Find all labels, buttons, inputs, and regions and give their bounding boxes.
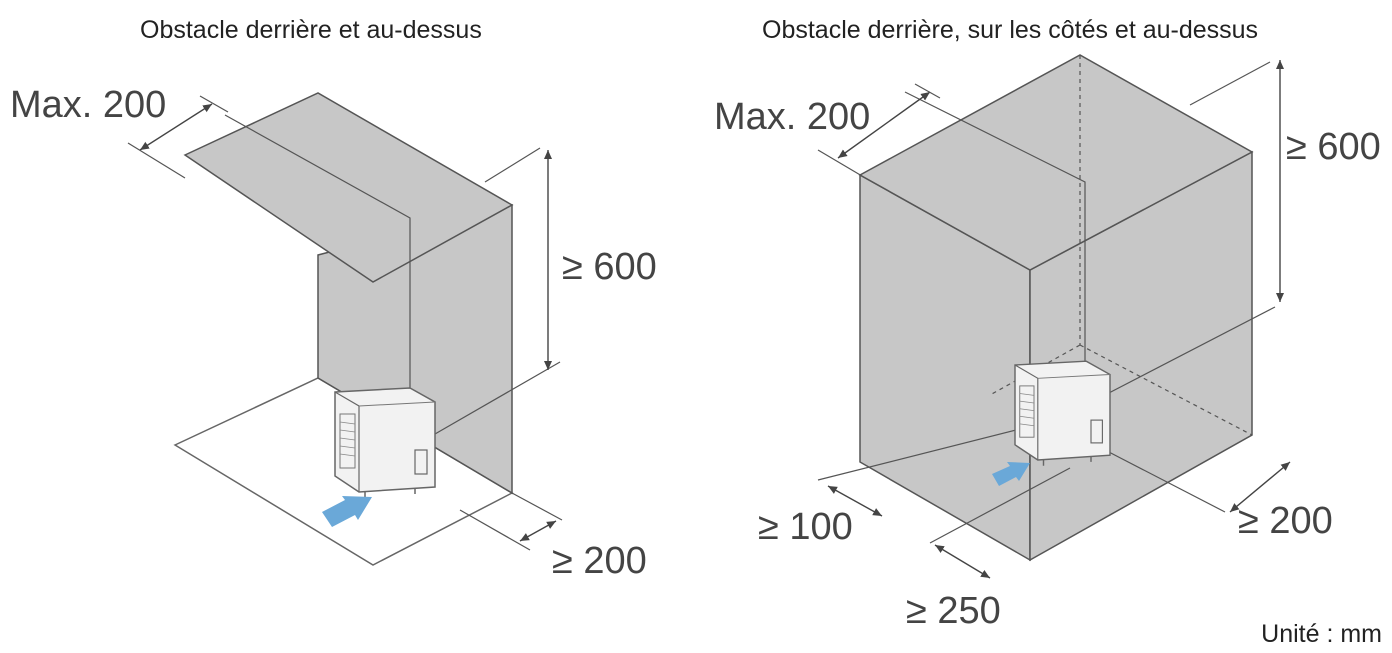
left-front-ext-2 [511,492,563,521]
left-ceiling [183,92,514,283]
right-top-leader-1 [1189,61,1271,106]
right-front-dimension [934,544,991,579]
right-top-leader-2 [1104,306,1276,396]
outdoor-unit-icon [334,387,436,499]
right-pipe [904,91,1086,390]
airflow-arrow-icon [992,462,1030,486]
left-wall-leader-2 [484,147,541,183]
right-left-ext [817,423,1041,481]
right-left-label: ≥ 100 [758,506,853,548]
right-top-dimension [837,91,931,159]
right-right-ext [1104,449,1226,513]
right-top-face [858,54,1254,271]
left-front-label: ≥ 200 [552,540,647,582]
right-right-label: ≥ 200 [1238,500,1333,542]
outdoor-unit-icon [1014,360,1111,467]
left-diagram-title: Obstacle derrière et au-dessus [140,16,482,44]
left-top-max-label: Max. 200 [10,84,167,126]
left-diagram [127,92,563,566]
left-front-ext-1 [459,509,531,551]
right-diagram [817,54,1291,579]
left-pipe [224,114,411,395]
left-front-dimension [519,520,557,542]
right-hidden-edge-2 [1079,344,1253,436]
right-top-max-label: Max. 200 [714,96,871,138]
right-top-ext-1 [817,149,863,177]
right-height-label: ≥ 600 [1286,126,1381,168]
unit-label: Unité : mm [1261,620,1382,648]
right-right-dimension [1229,461,1291,513]
right-top-ext-2 [914,83,941,99]
left-top-ext-1 [127,142,186,179]
left-top-dimension [139,103,213,151]
right-left-dimension [827,485,883,517]
left-wall-leader-1 [434,361,561,435]
right-diagram-title: Obstacle derrière, sur les côtés et au-d… [762,16,1259,44]
left-top-ext-2 [199,95,229,113]
right-front-label: ≥ 250 [906,590,1001,632]
right-front-ext [929,467,1071,544]
airflow-arrow-icon [322,496,372,527]
left-height-label: ≥ 600 [562,246,657,288]
